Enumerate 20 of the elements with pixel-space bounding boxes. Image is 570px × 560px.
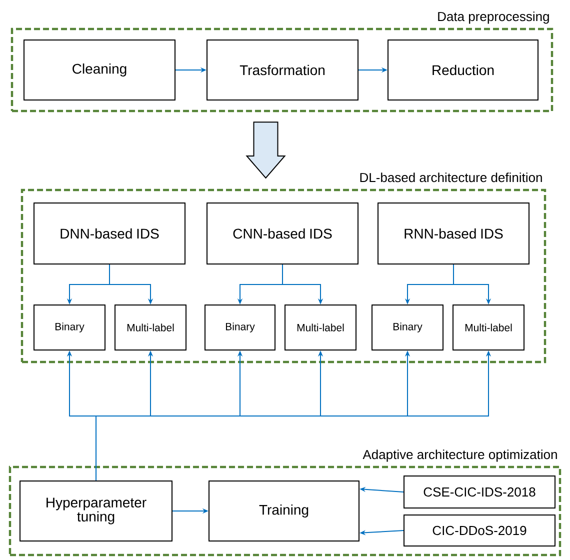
- process-box: DNN-based IDS: [34, 202, 186, 264]
- process-box: Trasformation: [206, 40, 358, 100]
- process-box: Multi-label: [114, 304, 186, 350]
- process-box: Binary: [372, 304, 444, 350]
- process-box: Binary: [204, 304, 276, 350]
- process-box: CNN-based IDS: [206, 202, 358, 264]
- block-arrow: [246, 122, 286, 179]
- process-box: RNN-based IDS: [378, 202, 530, 264]
- process-box: Multi-label: [284, 304, 356, 350]
- process-box: CIC-DDoS-2019: [404, 514, 556, 546]
- process-box: Multi-label: [452, 304, 524, 350]
- group-heading: DL-based architecture definition: [360, 172, 542, 182]
- group-heading: Data preprocessing: [438, 12, 549, 24]
- group-heading: Adaptive architecture optimization: [362, 450, 557, 462]
- process-box: Cleaning: [24, 40, 176, 100]
- process-box: Hyperparameter tuning: [20, 480, 172, 542]
- process-box: CSE-CIC-IDS-2018: [404, 476, 556, 508]
- process-box: Reduction: [388, 40, 538, 100]
- process-box: Training: [208, 480, 360, 542]
- process-box: Binary: [34, 304, 106, 350]
